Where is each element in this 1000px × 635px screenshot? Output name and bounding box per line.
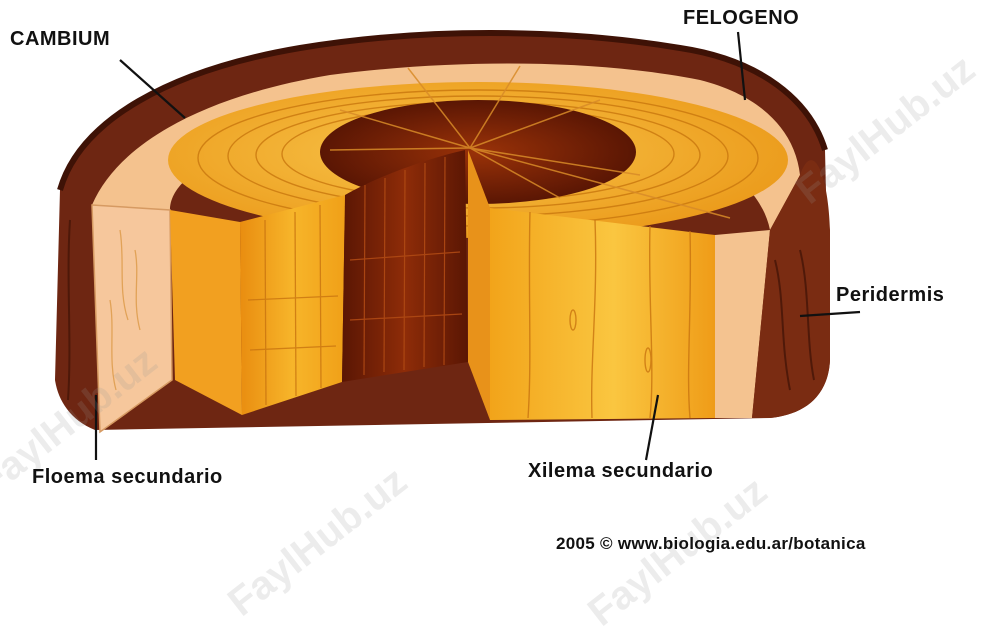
label-xilema-secundario: Xilema secundario [528,460,714,482]
label-cambium: CAMBIUM [10,28,111,50]
xylem-left-grain [247,204,339,406]
credit-text: 2005 © www.biologia.edu.ar/botanica [556,534,866,553]
phloem-panel-left [91,204,173,434]
phloem-texture [109,229,141,391]
label-peridermis: Peridermis [836,284,945,306]
xylem-block-left-face [240,195,345,415]
label-felogeno: FELOGENO [683,7,800,29]
phloem-band-right [715,230,770,418]
leader-peridermis [799,310,861,318]
xylem-block-left [170,210,242,415]
bark-outer-edge [57,30,828,191]
xylem-right-grain [527,211,692,419]
xylem-wedge-inner [468,150,490,420]
heartwood-grain [349,156,463,376]
diagram-stage: FaylHub.uz FaylHub.uz FaylHub.uz FaylHub… [0,7,983,635]
leader-cambium [119,59,186,119]
label-floema-secundario: Floema secundario [32,466,223,488]
trunk-cross-section [55,30,861,461]
xylem-block-right [490,208,715,420]
leader-lines [94,31,861,461]
top-medullary-rays [329,65,731,219]
leader-felogeno [736,31,747,101]
leader-xilema [644,394,660,461]
